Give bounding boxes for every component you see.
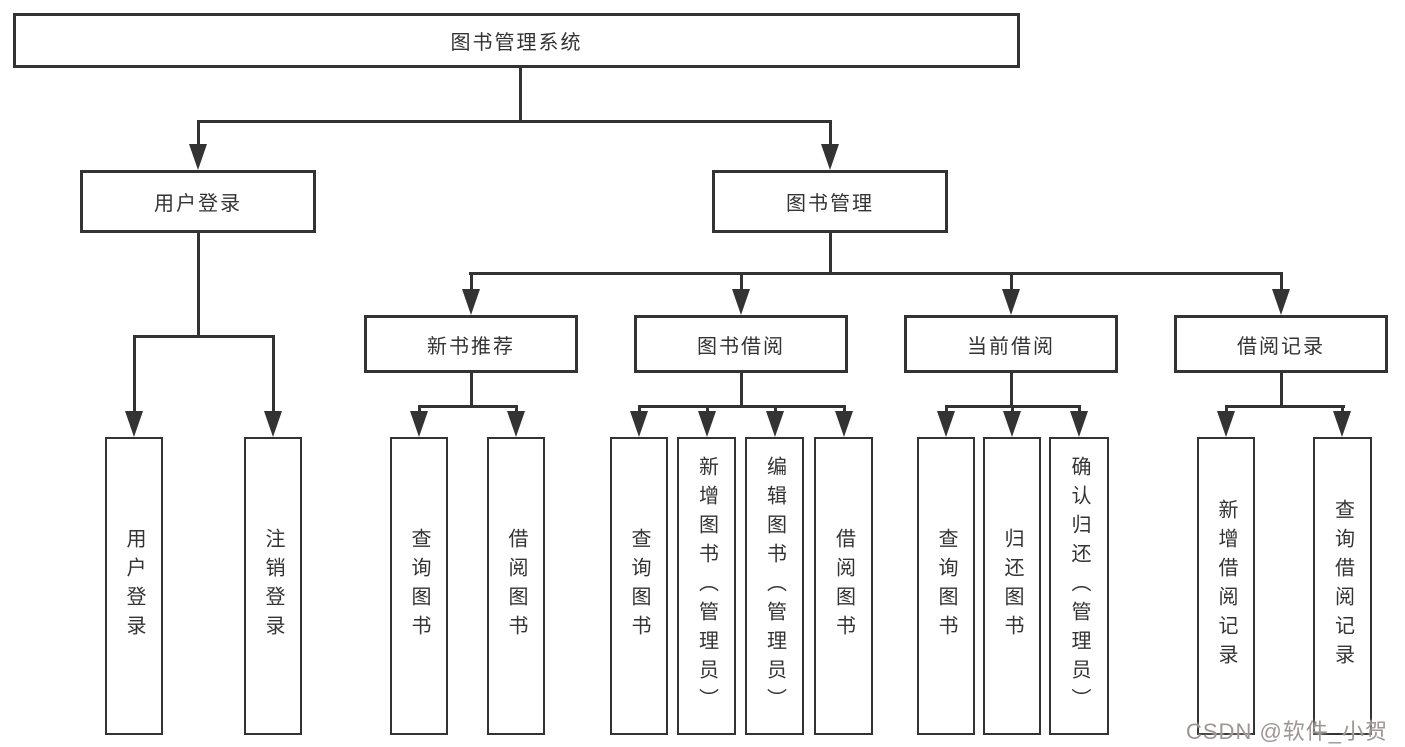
arrow-down-icon bbox=[937, 411, 955, 437]
arrow-down-icon bbox=[189, 144, 207, 170]
leaf-borrow-borrow-books: 借阅图书 bbox=[814, 437, 873, 735]
connector-line bbox=[1224, 405, 1345, 408]
arrow-down-icon bbox=[1070, 411, 1088, 437]
arrow-down-icon bbox=[1333, 411, 1351, 437]
arrow-down-icon bbox=[1217, 411, 1235, 437]
arrow-down-icon bbox=[410, 411, 428, 437]
connector-line bbox=[196, 120, 832, 123]
leaf-borrow-add-books-admin: 新增图书（管理员） bbox=[677, 437, 736, 735]
connector-line bbox=[518, 68, 522, 123]
arrow-down-icon bbox=[1272, 289, 1290, 315]
connector-line bbox=[739, 272, 743, 293]
leaf-user-login: 用户登录 bbox=[105, 437, 163, 735]
leaf-current-confirm-return-admin: 确认归还（管理员） bbox=[1049, 437, 1109, 735]
connector-line bbox=[828, 120, 832, 148]
node-book-borrow: 图书借阅 bbox=[634, 315, 848, 373]
leaf-records-add-record: 新增借阅记录 bbox=[1197, 437, 1255, 735]
arrow-down-icon bbox=[462, 289, 480, 315]
arrow-down-icon bbox=[732, 289, 750, 315]
arrow-down-icon bbox=[821, 144, 839, 170]
connector-line bbox=[828, 233, 832, 275]
node-new-book-recommend: 新书推荐 bbox=[364, 315, 578, 373]
connector-line bbox=[469, 272, 473, 293]
node-user-login: 用户登录 bbox=[80, 170, 316, 233]
arrow-down-icon bbox=[507, 411, 525, 437]
arrow-down-icon bbox=[766, 411, 784, 437]
node-current-borrow: 当前借阅 bbox=[904, 315, 1118, 373]
connector-line bbox=[469, 373, 473, 408]
connector-line bbox=[196, 120, 200, 148]
node-book-management: 图书管理 bbox=[712, 170, 948, 233]
connector-line bbox=[1009, 272, 1013, 293]
connector-line bbox=[1279, 272, 1283, 293]
connector-line bbox=[271, 335, 275, 415]
connector-line bbox=[417, 405, 518, 408]
connector-line bbox=[1009, 373, 1013, 408]
arrow-down-icon bbox=[835, 411, 853, 437]
leaf-current-query-books: 查询图书 bbox=[917, 437, 975, 735]
arrow-down-icon bbox=[1003, 411, 1021, 437]
csdn-watermark: CSDN @软件_小贺同学 bbox=[1186, 719, 1389, 744]
connector-line bbox=[468, 272, 1283, 275]
connector-line bbox=[739, 373, 743, 408]
connector-line bbox=[196, 233, 200, 338]
connector-line bbox=[637, 405, 846, 408]
node-borrow-records: 借阅记录 bbox=[1174, 315, 1388, 373]
connector-line bbox=[1279, 373, 1283, 408]
arrow-down-icon bbox=[1002, 289, 1020, 315]
node-root: 图书管理系统 bbox=[13, 13, 1020, 68]
connector-line bbox=[132, 335, 275, 338]
leaf-newbook-borrow-books: 借阅图书 bbox=[487, 437, 545, 735]
leaf-borrow-edit-books-admin: 编辑图书（管理员） bbox=[745, 437, 804, 735]
arrow-down-icon bbox=[630, 411, 648, 437]
leaf-newbook-query-books: 查询图书 bbox=[390, 437, 448, 735]
leaf-current-return-books: 归还图书 bbox=[983, 437, 1041, 735]
connector-line bbox=[132, 335, 136, 415]
arrow-down-icon bbox=[264, 411, 282, 437]
arrow-down-icon bbox=[125, 411, 143, 437]
arrow-down-icon bbox=[698, 411, 716, 437]
leaf-borrow-query-books: 查询图书 bbox=[610, 437, 668, 735]
leaf-logout: 注销登录 bbox=[244, 437, 302, 735]
leaf-records-query-record: 查询借阅记录 bbox=[1313, 437, 1372, 735]
